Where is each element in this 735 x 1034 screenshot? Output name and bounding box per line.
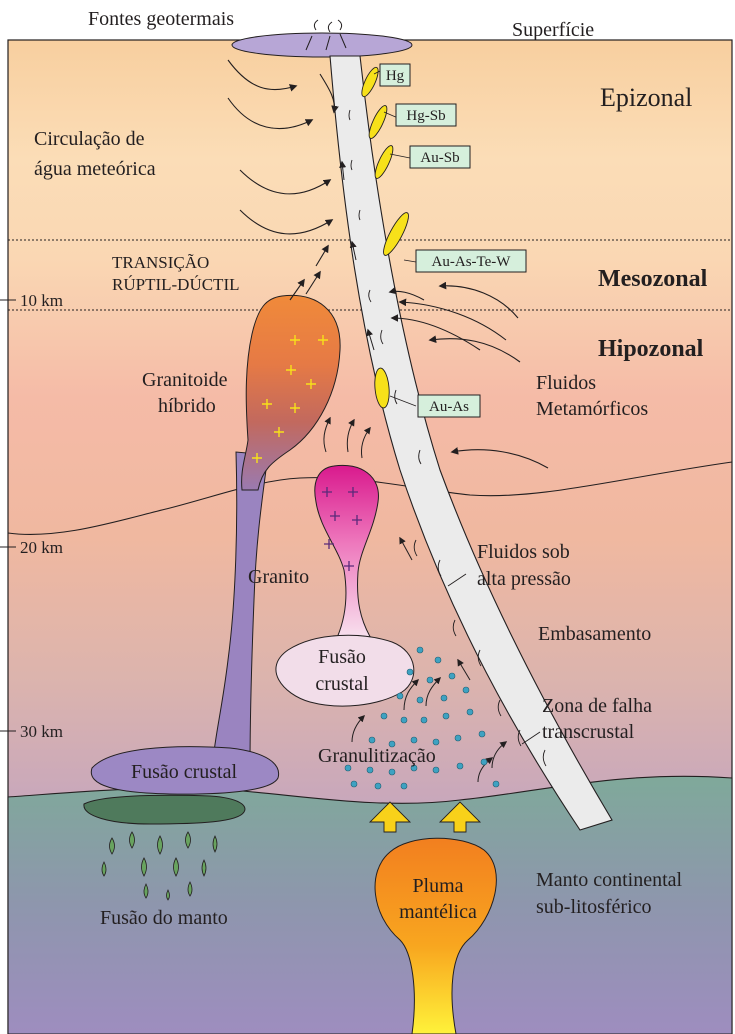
deposit-box-au-as: Au-As	[418, 395, 480, 417]
manto-label-2: sub-litosférico	[536, 896, 652, 918]
mantle-melt	[84, 795, 245, 824]
pluma-label-1: Pluma	[412, 875, 463, 897]
fontes-geotermais-label: Fontes geotermais	[88, 8, 234, 30]
fusao-manto-label: Fusão do manto	[100, 907, 228, 929]
deposit-box-au-as-te-w: Au-As-Te-W	[416, 250, 526, 272]
superficie-label: Superfície	[512, 19, 594, 41]
deposit-label-au-as-te-w: Au-As-Te-W	[432, 254, 512, 270]
zone-hipozonal: Hipozonal	[598, 336, 704, 362]
transicao-label-1: TRANSIÇÃO	[112, 253, 209, 272]
fluidos-sob-label-1: Fluidos sob	[477, 541, 570, 563]
deposit-label-hg-sb: Hg-Sb	[406, 108, 445, 124]
fluidos-metamorficos-label-2: Metamórficos	[536, 398, 648, 420]
deposit-box-hg: Hg	[380, 64, 410, 86]
manto-label-1: Manto continental	[536, 869, 683, 891]
zona-falha-label-2: transcrustal	[542, 721, 635, 743]
deposit-label-au-as: Au-As	[429, 399, 469, 415]
zone-mesozonal: Mesozonal	[598, 266, 708, 292]
embasamento-label: Embasamento	[538, 623, 651, 645]
granulitizacao-label: Granulitização	[318, 745, 436, 767]
transicao-label-2: RÚPTIL-DÚCTIL	[112, 275, 239, 294]
pluma-label-2: mantélica	[399, 901, 477, 923]
circulacao-label-1: Circulação de	[34, 128, 145, 150]
fluidos-sob-label-2: alta pressão	[477, 568, 571, 590]
granito-label: Granito	[248, 566, 309, 588]
fusao-crustal-label-1: Fusão	[318, 646, 366, 668]
deposit-box-hg-sb: Hg-Sb	[396, 104, 456, 126]
depth-20km: 20 km	[20, 538, 63, 557]
granitoide-label-1: Granitoide	[142, 369, 228, 391]
zone-epizonal: Epizonal	[600, 83, 692, 112]
fusao-crustal-label-2: crustal	[315, 673, 369, 695]
circulacao-label-2: água meteórica	[34, 158, 156, 180]
zona-falha-label-1: Zona de falha	[542, 695, 652, 717]
depth-30km: 30 km	[20, 722, 63, 741]
deposit-box-au-sb: Au-Sb	[410, 146, 470, 168]
deposit-label-hg: Hg	[386, 68, 405, 84]
depth-10km: 10 km	[20, 291, 63, 310]
deposit-label-au-sb: Au-Sb	[420, 150, 459, 166]
granitoide-label-2: híbrido	[158, 395, 216, 417]
geothermal-pool	[232, 33, 412, 57]
fluidos-metamorficos-label-1: Fluidos	[536, 372, 596, 394]
fusao-crustal-lens-label: Fusão crustal	[131, 761, 238, 783]
